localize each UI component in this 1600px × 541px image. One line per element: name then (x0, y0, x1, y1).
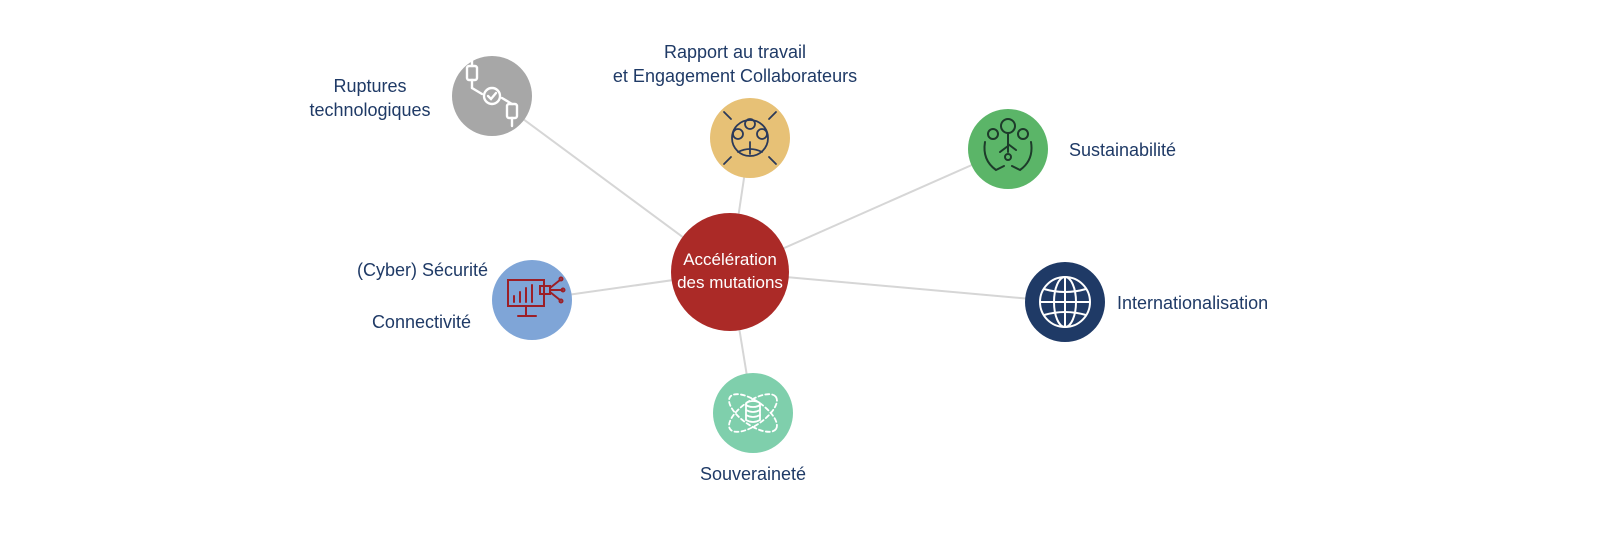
ruptures-label-line1: Ruptures (333, 76, 407, 96)
ruptures-label-line2: technologiques (309, 100, 431, 120)
cyber-label-top: (Cyber) Sécurité (330, 258, 488, 282)
globe-icon (1039, 276, 1091, 328)
team-meeting-icon (723, 111, 777, 165)
international-label-line1: Internationalisation (1117, 293, 1269, 313)
hands-plant-icon (983, 118, 1033, 172)
rapport-label-line2: et Engagement Collaborateurs (612, 66, 858, 86)
souverain-label: Souveraineté (683, 462, 823, 486)
database-orbit-icon (728, 393, 778, 433)
cyber-label-line2: Connectivité (371, 312, 471, 332)
international-label: Internationalisation (1117, 291, 1268, 315)
cyber-label-line1: (Cyber) Sécurité (356, 260, 488, 280)
sustain-label: Sustainabilité (1069, 138, 1176, 162)
rapport-label: Rapport au travail et Engagement Collabo… (600, 40, 870, 88)
center-label-line2: des mutations (677, 273, 783, 292)
rapport-node (710, 98, 790, 178)
international-node (1025, 262, 1105, 342)
computer-network-icon (507, 276, 566, 317)
center-label-line1: Accélération (683, 250, 777, 269)
ruptures-label: Ruptures technologiques (300, 74, 440, 122)
rapport-label-line1: Rapport au travail (663, 42, 807, 62)
center-label: Accélération des mutations (665, 248, 795, 294)
blockchain-icon (465, 58, 519, 128)
cyber-label-bottom: Connectivité (330, 310, 471, 334)
cyber-node (492, 260, 572, 340)
souverain-label-line1: Souveraineté (699, 464, 807, 484)
souverain-node (713, 373, 793, 453)
ruptures-node (452, 56, 532, 136)
sustain-label-line1: Sustainabilité (1069, 140, 1177, 160)
center-node (671, 213, 789, 331)
sustain-node (968, 109, 1048, 189)
